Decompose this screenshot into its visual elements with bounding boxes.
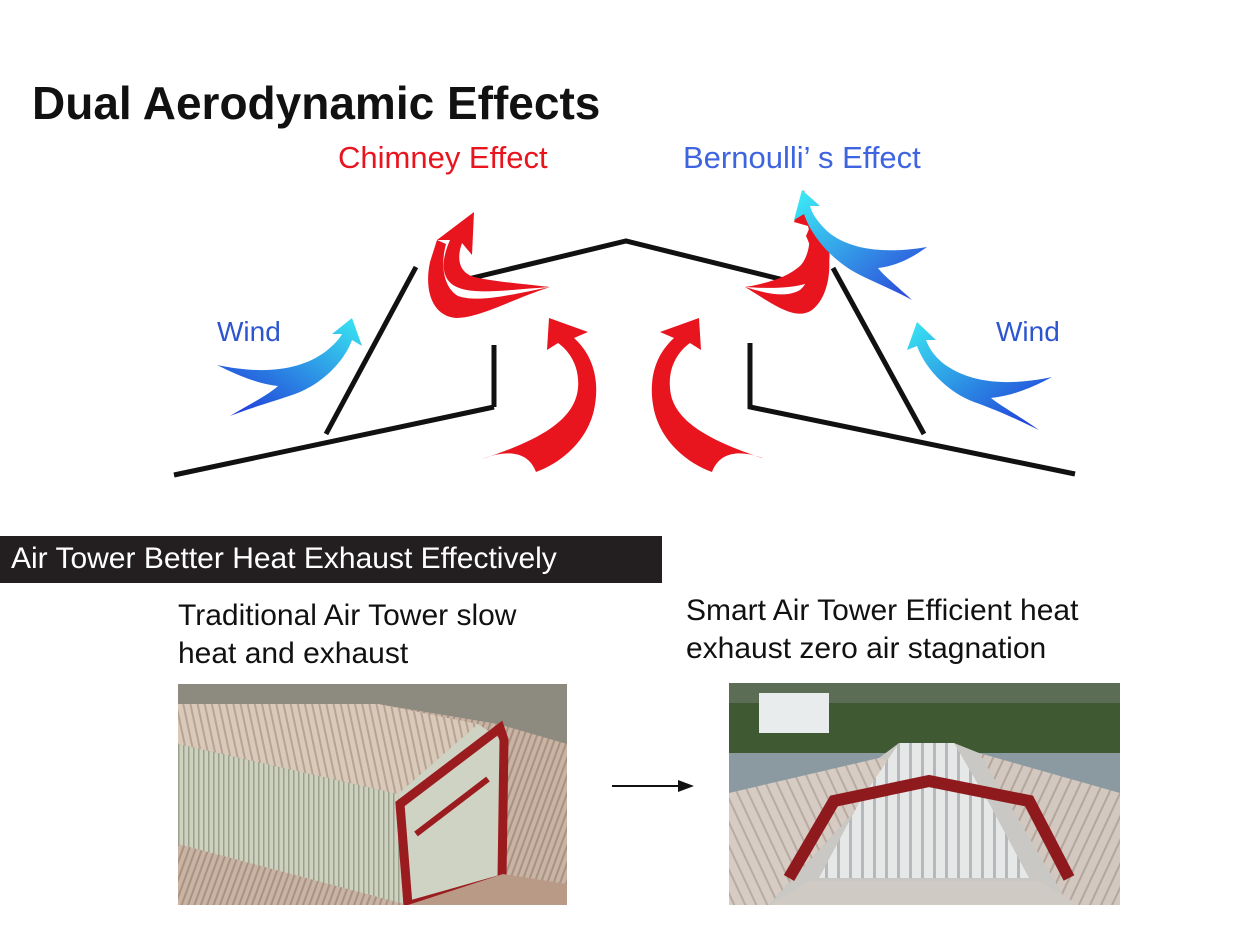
wind-arrows: [217, 190, 1052, 430]
page-title: Dual Aerodynamic Effects: [32, 77, 601, 129]
tower-cap: [467, 238, 785, 283]
comparison-arrow-icon: [612, 780, 694, 792]
chimney-effect-label: Chimney Effect: [338, 140, 548, 175]
smart-caption-line1: Smart Air Tower Efficient heat: [686, 594, 1079, 627]
roof-left-slope: [173, 404, 495, 478]
wind-right-label: Wind: [996, 316, 1060, 347]
smart-air-tower-photo: [729, 683, 1120, 905]
roof-structure: [173, 238, 1076, 478]
traditional-caption-line2: heat and exhaust: [178, 637, 409, 670]
wind-arrow-right: [907, 322, 1052, 430]
roof-right-slope: [747, 343, 1076, 477]
traditional-caption-line1: Traditional Air Tower slow: [178, 599, 517, 632]
banner-bar: [0, 536, 662, 583]
wind-arrow-top-right: [794, 190, 927, 300]
chimney-arrow-center-right: [651, 318, 765, 472]
wind-arrow-left: [217, 318, 362, 416]
airflow-diagram: [173, 190, 1076, 478]
chimney-arrow-top-left: [428, 212, 550, 318]
smart-caption: Smart Air Tower Efficient heat exhaust z…: [686, 592, 1186, 668]
louver-right: [830, 266, 927, 436]
chimney-arrows: [428, 190, 830, 472]
chimney-arrow-top-right: [745, 190, 830, 314]
wind-left-label: Wind: [217, 316, 281, 347]
bernoulli-effect-label: Bernoulli’ s Effect: [683, 140, 921, 175]
louver-left: [323, 265, 419, 436]
banner-text: Air Tower Better Heat Exhaust Effectivel…: [11, 542, 557, 575]
chimney-arrow-center-left: [482, 318, 597, 472]
traditional-caption: Traditional Air Tower slow heat and exha…: [178, 597, 618, 673]
smart-caption-line2: exhaust zero air stagnation: [686, 632, 1047, 665]
traditional-air-tower-photo: [178, 684, 567, 905]
